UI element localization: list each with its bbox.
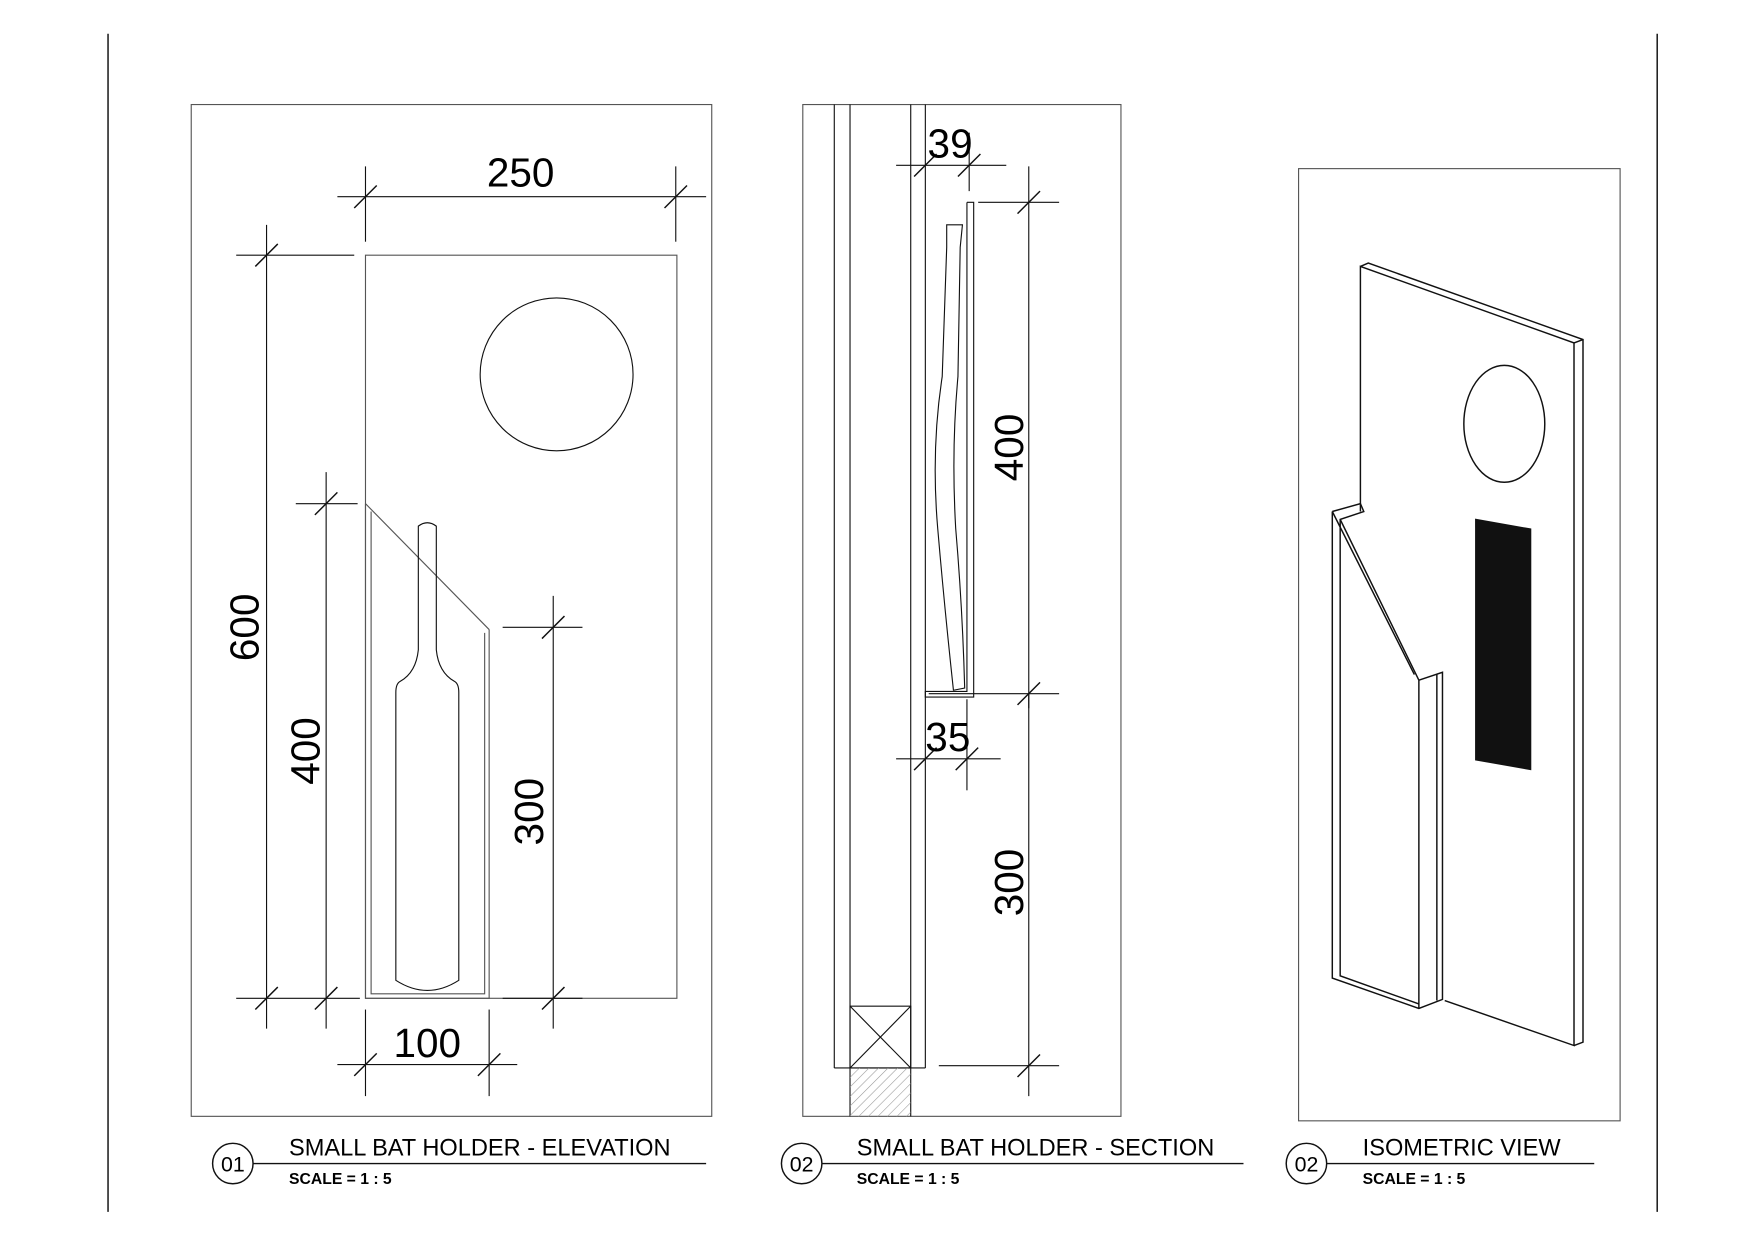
holder-plate xyxy=(924,201,975,698)
iso-ball-cutout xyxy=(1463,364,1546,484)
dimension-300-section: 300 xyxy=(938,693,1060,1097)
dimension-100: 100 xyxy=(337,1009,518,1097)
iso-bat-holder xyxy=(1331,502,1444,1010)
dimension-35: 35 xyxy=(896,699,1001,791)
dimension-label: 300 xyxy=(506,778,552,846)
ball-cutout xyxy=(479,297,634,452)
dimension-label: 39 xyxy=(928,120,973,166)
dimension-label: 400 xyxy=(986,414,1032,482)
dimension-label: 100 xyxy=(394,1020,462,1066)
dimension-400: 400 xyxy=(282,472,358,1029)
view-title-block: 02 SMALL BAT HOLDER - SECTION SCALE = 1 … xyxy=(780,1136,1244,1188)
view-title: ISOMETRIC VIEW xyxy=(1363,1136,1562,1162)
view-number: 02 xyxy=(1295,1152,1319,1176)
iso-backboard xyxy=(1359,262,1584,1047)
view-scale: SCALE = 1 : 5 xyxy=(857,1171,960,1188)
view-number: 02 xyxy=(790,1152,814,1176)
isometric-view: 02 ISOMETRIC VIEW SCALE = 1 : 5 xyxy=(1285,168,1621,1188)
dimension-400-section: 400 xyxy=(928,166,1060,709)
view-title: SMALL BAT HOLDER - ELEVATION xyxy=(289,1136,671,1162)
dimension-label: 300 xyxy=(986,849,1032,917)
iso-engraved-text xyxy=(1475,518,1532,771)
view-title-block: 01 SMALL BAT HOLDER - ELEVATION SCALE = … xyxy=(211,1136,707,1188)
elevation-view: 250 600 400 300 xyxy=(190,103,713,1188)
dimension-39: 39 xyxy=(896,120,1007,192)
cricket-bat xyxy=(395,522,460,991)
dimension-label: 400 xyxy=(282,717,328,785)
dimension-label: 600 xyxy=(222,594,268,662)
view-title: SMALL BAT HOLDER - SECTION xyxy=(857,1136,1214,1162)
dimension-label: 35 xyxy=(925,714,970,760)
section-view: 39 400 35 300 02 SMALL BAT HOLDE xyxy=(780,103,1244,1188)
view-frame xyxy=(802,103,1122,1117)
view-frame xyxy=(1298,168,1621,1122)
cricket-bat-section xyxy=(934,224,966,691)
view-number: 01 xyxy=(221,1152,245,1176)
view-scale: SCALE = 1 : 5 xyxy=(289,1171,392,1188)
dimension-600: 600 xyxy=(222,224,360,1029)
bat-holder xyxy=(364,503,490,999)
dimension-250: 250 xyxy=(337,150,707,242)
dimension-label: 250 xyxy=(487,150,555,196)
view-scale: SCALE = 1 : 5 xyxy=(1363,1171,1466,1188)
view-title-block: 02 ISOMETRIC VIEW SCALE = 1 : 5 xyxy=(1285,1136,1595,1188)
view-frame xyxy=(190,103,713,1117)
dimension-300: 300 xyxy=(502,595,583,1029)
wall-section xyxy=(833,104,926,1117)
